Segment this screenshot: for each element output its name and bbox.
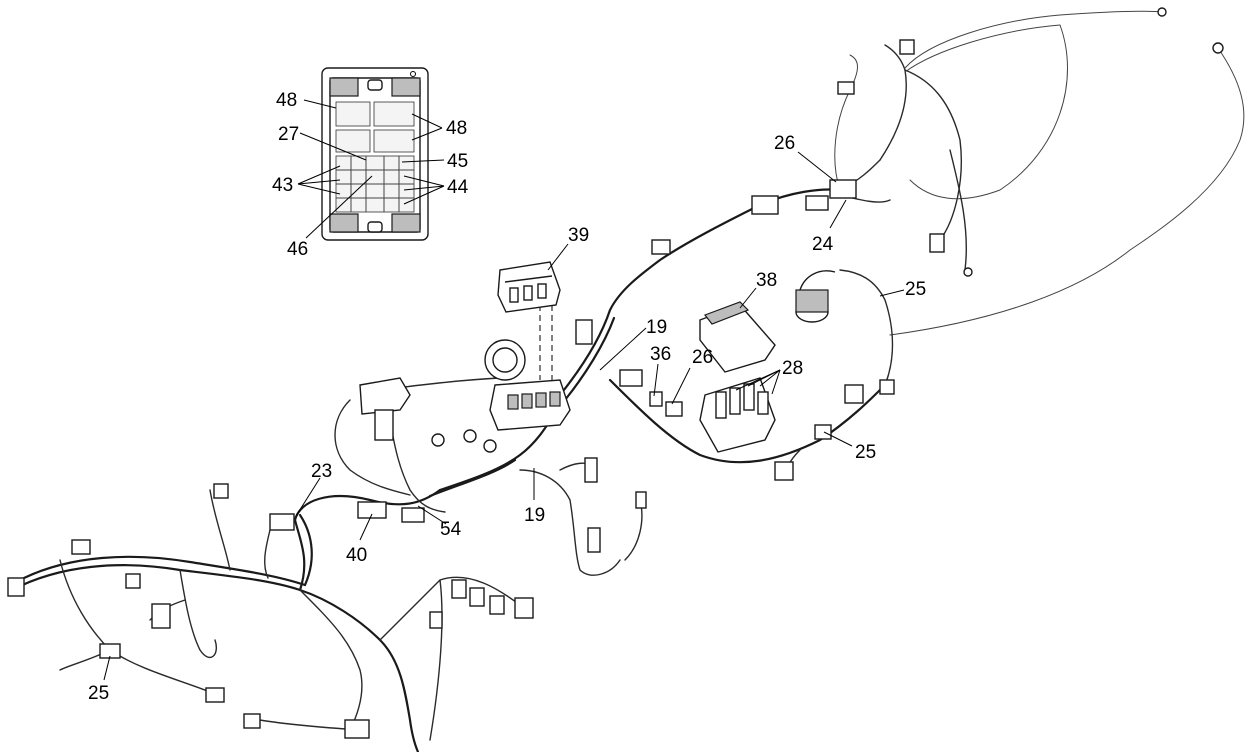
callout-38: 38 xyxy=(756,270,777,291)
callout-19-bottom: 19 xyxy=(524,505,545,526)
relay-slot-group xyxy=(335,101,415,153)
callout-labels: 48 48 27 45 43 44 46 39 26 24 38 25 19 3… xyxy=(88,90,926,704)
callout-48-left: 48 xyxy=(276,90,297,111)
round-connector-25 xyxy=(795,270,836,323)
callout-25-lower-right: 25 xyxy=(855,442,876,463)
callout-46: 46 xyxy=(287,239,308,260)
callout-28: 28 xyxy=(782,358,803,379)
callout-54: 54 xyxy=(440,519,462,540)
callout-26-mid: 26 xyxy=(692,347,713,368)
callout-23: 23 xyxy=(311,461,332,482)
callout-48-right: 48 xyxy=(446,118,467,139)
fuse-holder-39 xyxy=(497,261,561,313)
callout-25-right: 25 xyxy=(905,279,926,300)
callout-27: 27 xyxy=(278,124,299,145)
callout-45: 45 xyxy=(447,151,468,172)
callout-26-top: 26 xyxy=(774,133,795,154)
callout-39: 39 xyxy=(568,225,589,246)
fuse-box-detail xyxy=(321,67,429,241)
callout-25-left: 25 xyxy=(88,683,109,704)
main-harness-bundle xyxy=(10,10,1245,752)
relay-block-28 xyxy=(699,377,776,453)
callout-24: 24 xyxy=(812,234,834,255)
module-38 xyxy=(699,301,776,373)
large-connector xyxy=(359,377,411,441)
small-connectors xyxy=(7,7,1224,739)
fuse-box-leaders xyxy=(297,99,445,239)
junction-block xyxy=(484,339,571,431)
callout-44: 44 xyxy=(447,177,469,198)
fuse-slot-grid xyxy=(335,155,415,213)
callout-36: 36 xyxy=(650,344,671,365)
callout-19-top: 19 xyxy=(646,317,667,338)
callout-43: 43 xyxy=(272,175,293,196)
callout-40: 40 xyxy=(346,545,367,566)
callout-leaders xyxy=(103,151,905,681)
